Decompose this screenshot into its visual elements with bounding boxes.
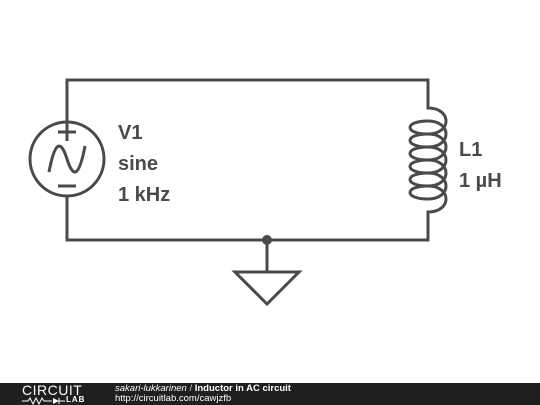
voltage-source-v1[interactable]	[28, 120, 106, 198]
inductor-coil-l1[interactable]	[408, 106, 448, 214]
ground-symbol[interactable]	[231, 270, 303, 307]
logo-circuit-text: CIRCUIT	[22, 382, 83, 398]
source-circle	[28, 120, 106, 198]
footer-bar: CIRCUIT LAB sakari-lukkarinen / Inductor…	[0, 383, 540, 405]
circuit-schematic: V1 sine 1 kHz L1 1 µH	[28, 78, 502, 307]
source-name-label: V1	[118, 122, 142, 144]
circuitlab-logo[interactable]: CIRCUIT LAB	[22, 383, 94, 405]
source-type-label: sine	[118, 153, 158, 175]
meta-line-1: sakari-lukkarinen / Inductor in AC circu…	[115, 384, 291, 394]
inductor-value-label: 1 µH	[459, 170, 502, 192]
circuit-title[interactable]: Inductor in AC circuit	[194, 383, 291, 394]
circuit-meta: sakari-lukkarinen / Inductor in AC circu…	[115, 384, 291, 404]
logo-lab-text: LAB	[66, 395, 86, 404]
source-frequency-label: 1 kHz	[118, 184, 170, 206]
junction-dot	[262, 235, 272, 245]
circuit-url[interactable]: http://circuitlab.com/cawjzfb	[115, 393, 232, 404]
inductor-name-label: L1	[459, 139, 482, 161]
author-link[interactable]: sakari-lukkarinen	[115, 383, 187, 394]
logo-resistor-icon	[22, 397, 65, 405]
separator: /	[186, 383, 195, 394]
sine-wave-icon	[47, 144, 87, 174]
